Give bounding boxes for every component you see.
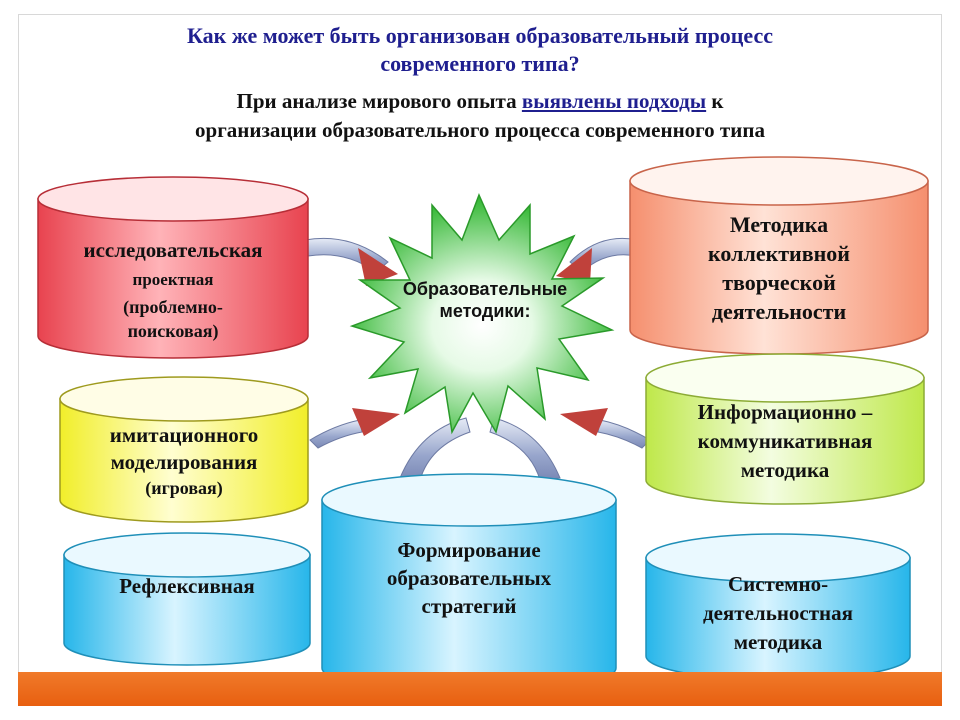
imitation-line-3: (игровая) — [145, 478, 223, 498]
subtitle-line-1: При анализе мирового опыта выявлены подх… — [0, 87, 960, 116]
research-line-2: проектная — [132, 270, 214, 289]
cylinder-reflexive — [63, 532, 311, 666]
label-systemic: Системно- деятельностная методика — [646, 568, 910, 658]
research-line-3: (проблемно- — [123, 297, 223, 317]
imitation-line-1: имитационного — [109, 423, 259, 447]
collective-line-3: творческой — [722, 269, 836, 295]
footer-bar — [18, 672, 942, 706]
label-infocomm: Информационно – коммуникативная методика — [646, 396, 924, 486]
arrow-mid-left — [309, 408, 400, 449]
subtitle-part-1: При анализе мирового опыта — [236, 89, 522, 113]
cylinder-research — [37, 176, 309, 359]
arrow-top-left — [304, 237, 398, 286]
reflexive-line-1: Рефлексивная — [119, 574, 255, 598]
cylinder-collective — [629, 156, 929, 355]
center-label-line-1: Образовательные — [402, 279, 568, 299]
infocomm-line-3: методика — [740, 457, 830, 482]
title-line-1: Как же может быть организован образовате… — [187, 23, 773, 48]
systemic-line-3: методика — [733, 629, 823, 654]
research-line-1: исследовательская — [83, 238, 263, 262]
collective-line-4: деятельности — [711, 298, 847, 324]
arrow-bottom-right — [489, 417, 561, 481]
cylinder-imitation — [59, 376, 309, 523]
infocomm-line-1: Информационно – — [697, 399, 873, 424]
cylinder-strategies — [321, 473, 617, 695]
infocomm-line-2: коммуникативная — [697, 428, 873, 453]
subtitle-part-2: к — [706, 89, 724, 113]
cylinder-infocomm — [645, 353, 925, 505]
collective-line-1: Методика — [729, 211, 829, 237]
collective-line-2: коллективной — [708, 240, 850, 266]
arrow-mid-right — [560, 408, 651, 449]
strategies-line-1: Формирование — [397, 538, 541, 562]
slide-subtitle: При анализе мирового опыта выявлены подх… — [0, 87, 960, 145]
imitation-line-2: моделирования — [110, 450, 258, 474]
center-label-line-2: методики: — [439, 301, 531, 321]
label-research: исследовательская проектная (проблемно- … — [38, 222, 308, 356]
subtitle-highlight: выявлены подходы — [521, 89, 707, 113]
subtitle-line-2: организации образовательного процесса со… — [195, 118, 765, 142]
strategies-line-3: стратегий — [421, 594, 517, 618]
cylinder-systemic — [645, 533, 911, 681]
label-imitation: имитационного моделирования (игровая) — [60, 416, 308, 506]
label-reflexive: Рефлексивная — [64, 566, 310, 606]
center-star — [349, 193, 615, 435]
label-strategies: Формирование образовательных стратегий — [322, 532, 616, 624]
title-line-2: современного типа? — [380, 51, 580, 76]
strategies-line-2: образовательных — [386, 566, 552, 590]
arrow-top-right — [556, 237, 639, 284]
center-label: Образовательные методики: — [360, 278, 610, 322]
slide-title: Как же может быть организован образовате… — [0, 22, 960, 78]
label-collective: Методика коллективной творческой деятель… — [630, 205, 928, 330]
arrow-bottom-left — [399, 417, 471, 481]
systemic-line-1: Системно- — [727, 571, 829, 596]
research-line-4: поисковая) — [127, 321, 219, 341]
systemic-line-2: деятельностная — [702, 600, 854, 625]
